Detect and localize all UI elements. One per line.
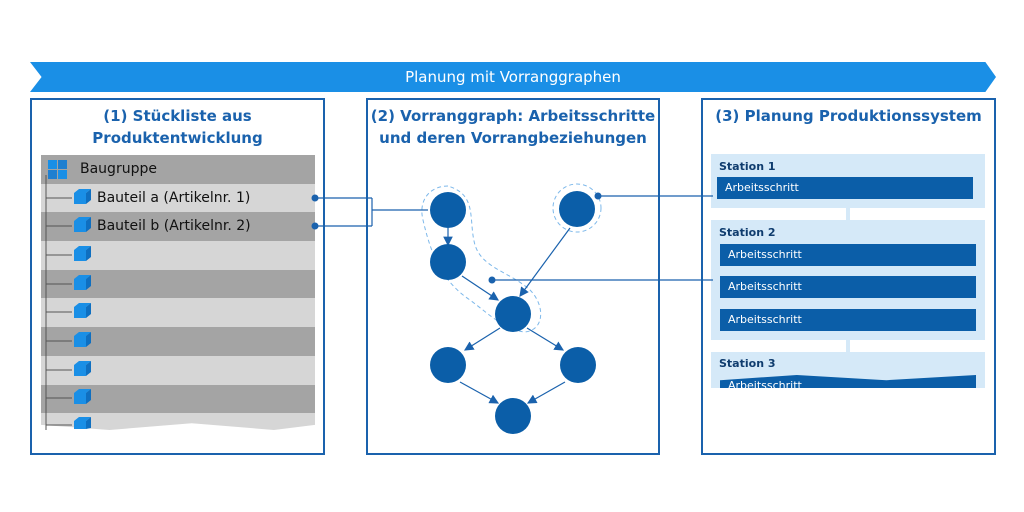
- station-2-step-2: Arbeitsschritt: [720, 276, 976, 298]
- bom-tree: [45, 160, 91, 430]
- cube-icon: [74, 217, 91, 232]
- graph-node: [430, 192, 466, 228]
- station-1-label: Station 1: [719, 160, 776, 173]
- cube-icon: [74, 275, 91, 290]
- panel-bom-title-line2: Produktentwicklung: [92, 129, 263, 147]
- assembly-cube-icon: [48, 160, 67, 179]
- station-2-label: Station 2: [719, 226, 776, 239]
- panel-graph-title-line2: und deren Vorrangbeziehungen: [379, 129, 647, 147]
- graph-node: [495, 296, 531, 332]
- cube-icon: [74, 303, 91, 318]
- panel-system-title: (3) Planung Produktionssystem: [715, 107, 982, 125]
- bom-part-b-label: Bauteil b (Artikelnr. 2): [97, 218, 251, 234]
- bom-row-assembly: [41, 155, 315, 184]
- station-3-label: Station 3: [719, 357, 776, 370]
- station-connector: [846, 208, 850, 220]
- station-2-step-3: Arbeitsschritt: [720, 309, 976, 331]
- cube-icon: [74, 417, 91, 429]
- cube-icon: [74, 246, 91, 261]
- cube-icon: [74, 189, 91, 204]
- banner-title: Planung mit Vorranggraphen: [405, 68, 621, 86]
- panel-graph-title-line1: (2) Vorranggraph: Arbeitsschritte: [370, 107, 656, 125]
- station-connector: [846, 340, 850, 352]
- graph-node: [495, 398, 531, 434]
- group-outline: [552, 183, 602, 233]
- bom-row-empty: [41, 413, 315, 430]
- bom-part-a-label: Bauteil a (Artikelnr. 1): [97, 190, 251, 206]
- cube-icon: [74, 332, 91, 347]
- graph-node: [560, 347, 596, 383]
- graph-node: [430, 347, 466, 383]
- station-2-step-1: Arbeitsschritt: [720, 244, 976, 266]
- graph-node: [559, 191, 595, 227]
- panel-bom-title-line1: (1) Stückliste aus: [103, 107, 252, 125]
- cube-icon: [74, 389, 91, 404]
- cube-icon: [74, 361, 91, 376]
- panel-graph: [366, 98, 660, 455]
- title-banner: [30, 62, 996, 92]
- station-1-step: Arbeitsschritt: [717, 177, 973, 199]
- group-outline: [421, 185, 542, 333]
- bom-assembly-label: Baugruppe: [80, 161, 157, 177]
- graph-node: [430, 244, 466, 280]
